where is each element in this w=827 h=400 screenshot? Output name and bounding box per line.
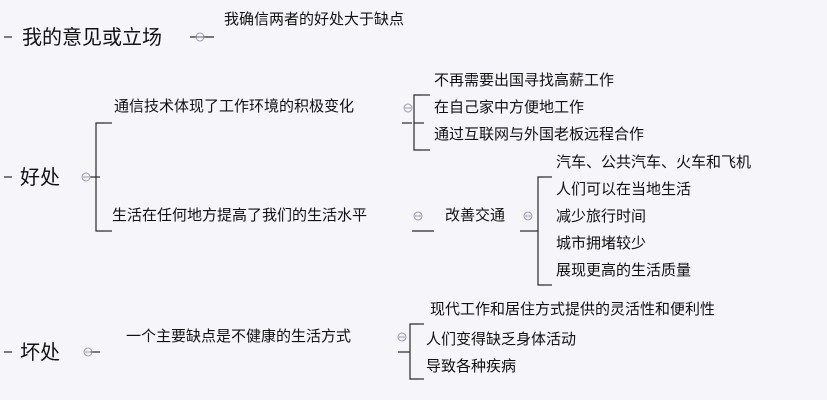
unhealthy-lifestyle-node[interactable]: 一个主要缺点是不健康的生活方式 (126, 327, 352, 345)
transport-item-node[interactable]: 减少旅行时间 (556, 207, 647, 225)
transport-item-node[interactable]: 城市拥堵较少 (556, 234, 647, 252)
work-item-node[interactable]: 在自己家中方便地工作 (434, 98, 585, 116)
opinion-child-node[interactable]: 我确信两者的好处大于缺点 (224, 10, 405, 28)
disadvantage-item-node[interactable]: 人们变得缺乏身体活动 (426, 330, 577, 348)
living-standard-node[interactable]: 生活在任何地方提高了我们的生活水平 (112, 206, 368, 224)
transport-item-node[interactable]: 汽车、公共汽车、火车和飞机 (556, 153, 752, 171)
transport-node[interactable]: 改善交通 (445, 206, 506, 224)
opinion-node[interactable]: 我的意见或立场 (22, 25, 162, 49)
disadvantage-item-node[interactable]: 现代工作和居住方式提供的灵活性和便利性 (430, 300, 716, 318)
collapse-icons (81, 32, 533, 357)
transport-item-node[interactable]: 展现更高的生活质量 (556, 261, 692, 279)
advantages-node[interactable]: 好处 (20, 165, 60, 189)
disadvantages-node[interactable]: 坏处 (20, 340, 60, 364)
transport-item-node[interactable]: 人们可以在当地生活 (556, 180, 692, 198)
work-environment-node[interactable]: 通信技术体现了工作环境的积极变化 (114, 97, 355, 115)
disadvantage-item-node[interactable]: 导致各种疾病 (426, 357, 517, 375)
work-item-node[interactable]: 通过互联网与外国老板远程合作 (434, 125, 645, 143)
work-item-node[interactable]: 不再需要出国寻找高薪工作 (434, 71, 615, 89)
